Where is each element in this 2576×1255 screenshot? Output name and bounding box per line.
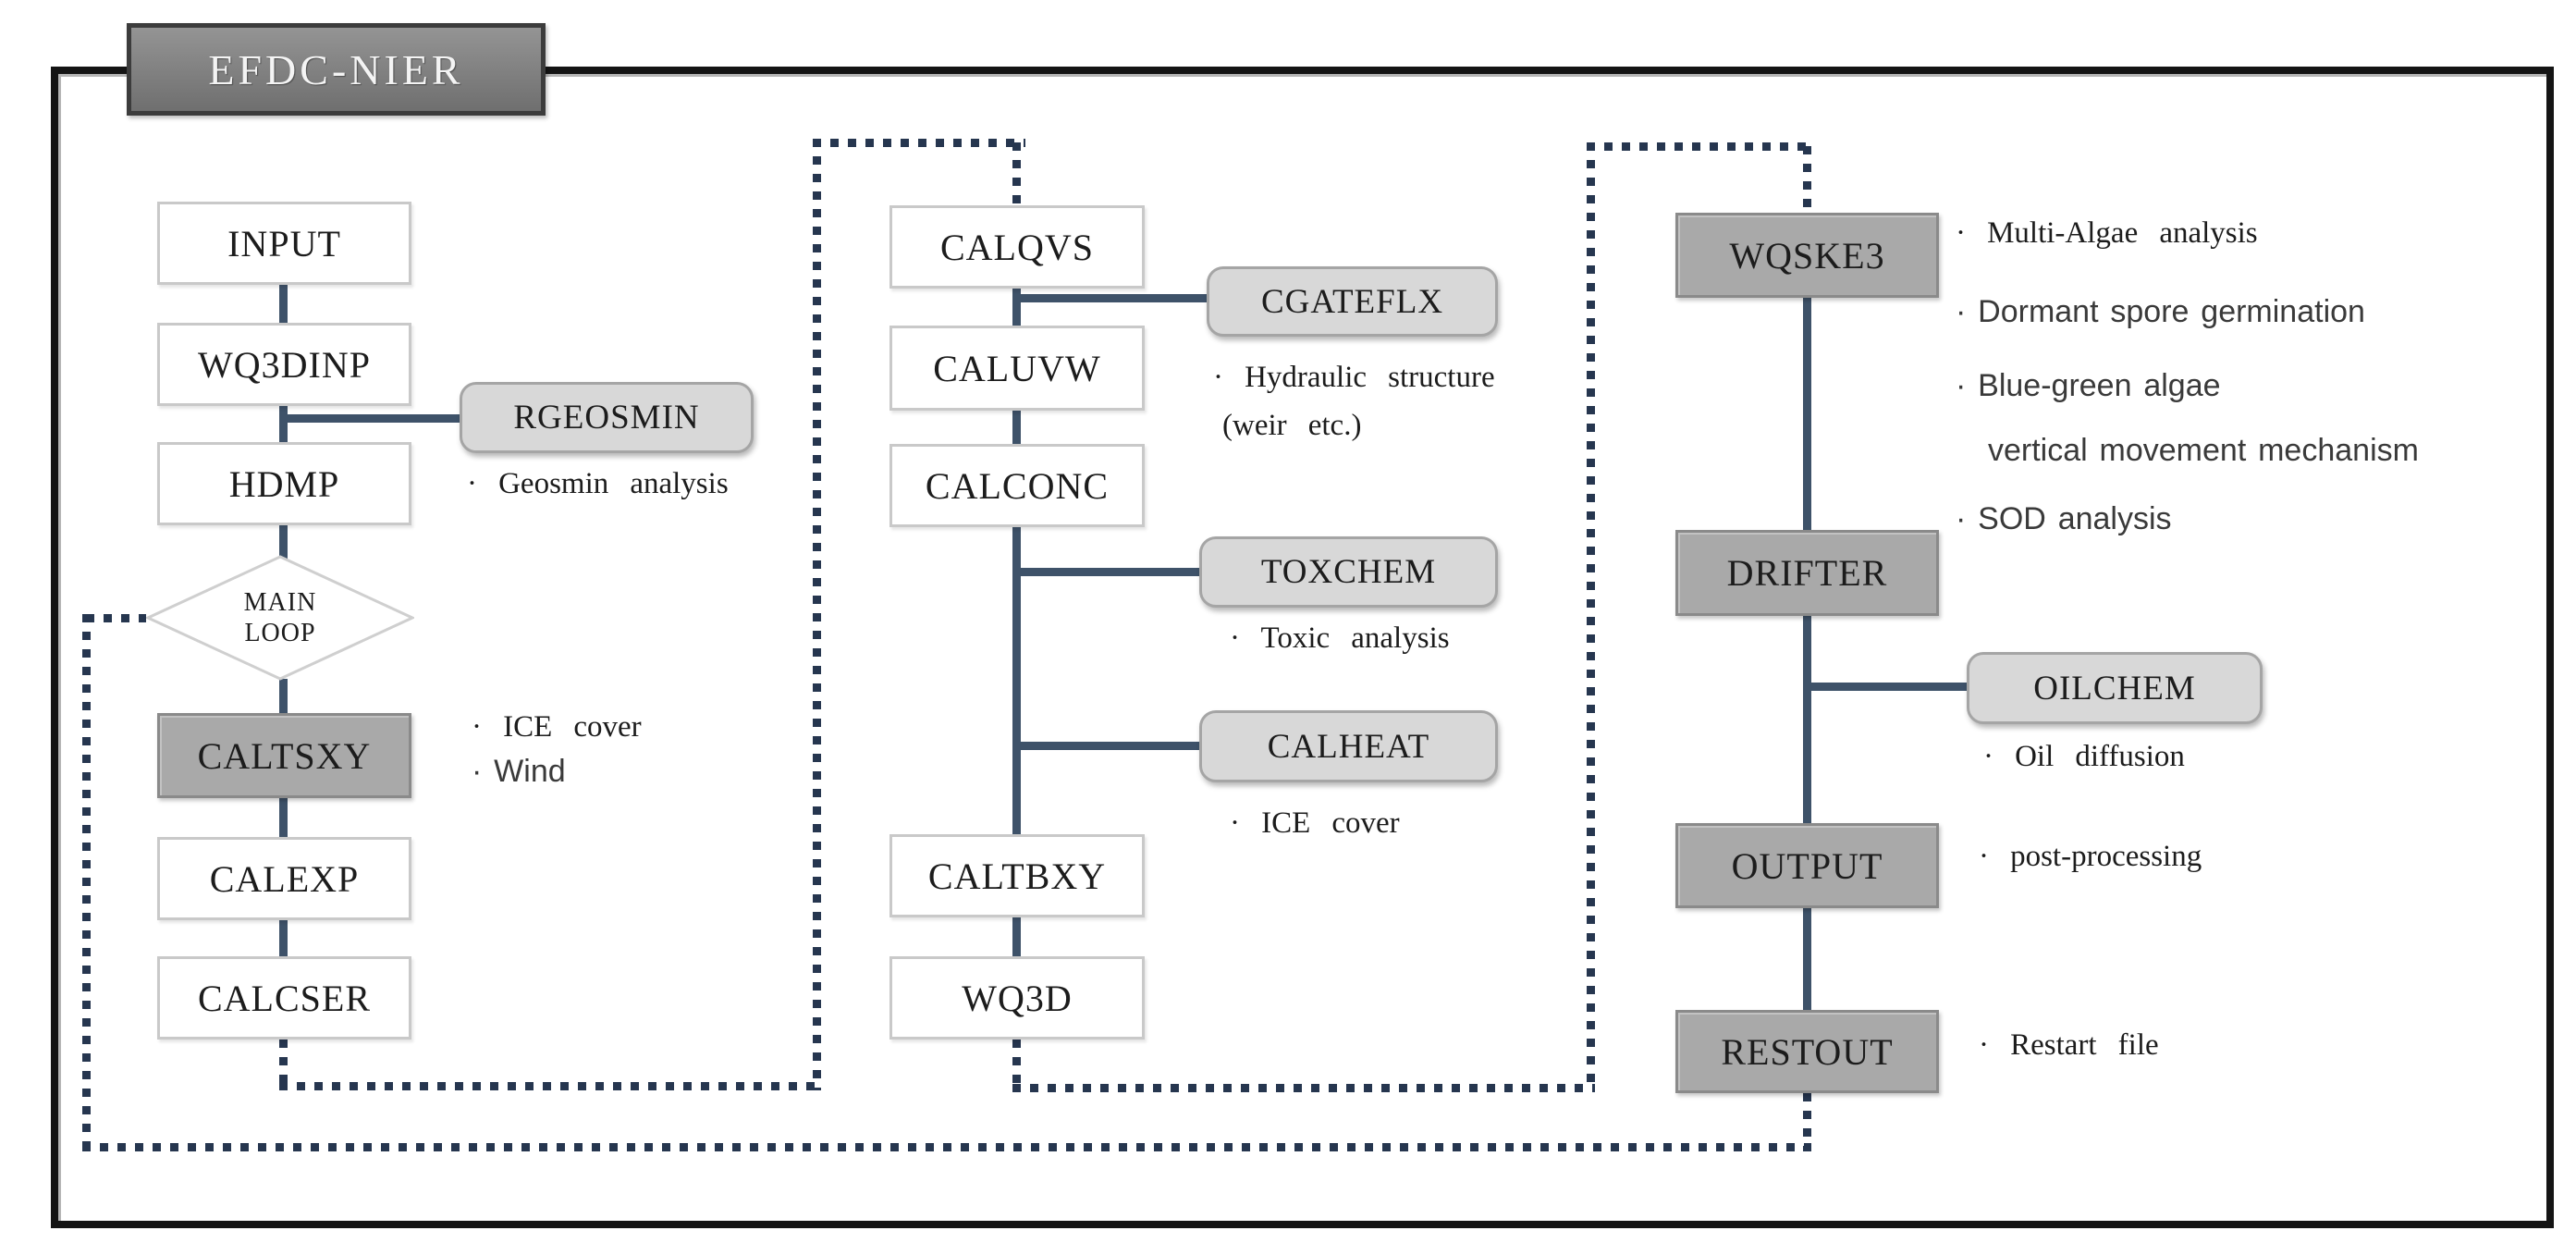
branch-rgeosmin (284, 414, 460, 423)
loop-calcser-horizontal (279, 1082, 821, 1090)
node-cgateflx: CGATEFLX (1207, 266, 1498, 337)
node-rgeosmin: RGEOSMIN (460, 382, 754, 453)
loop-restout-drop (1803, 1093, 1811, 1151)
loop-into-mainloop (86, 614, 146, 622)
connector-mainloop-caltsxy (279, 679, 288, 715)
connector-hdmp-mainloop (279, 523, 288, 559)
note-oil-diffusion: · Oil diffusion (1983, 740, 2185, 773)
note-multi-algae: · Multi-Algae analysis (1956, 216, 2258, 250)
connector-drifter-output (1803, 614, 1811, 825)
loop-left-line (82, 614, 91, 1151)
node-caluvw: CALUVW (889, 326, 1145, 411)
connector-caltbxy-wq3d (1012, 916, 1021, 958)
connector-wqske3-drifter (1803, 296, 1811, 532)
loop-middle-up-line (813, 139, 821, 1090)
note-wind: · Wind (472, 754, 566, 789)
diagram-title: EFDC-NIER (127, 23, 546, 116)
node-caltbxy: CALTBXY (889, 834, 1145, 917)
node-calcser: CALCSER (157, 956, 411, 1040)
node-calexp: CALEXP (157, 837, 411, 920)
connector-calexp-calcser (279, 918, 288, 958)
note-vertical-movement: vertical movement mechanism (1988, 433, 2419, 468)
note-toxic: · Toxic analysis (1230, 621, 1450, 655)
main-loop-label: MAIN LOOP (146, 555, 414, 681)
node-toxchem: TOXCHEM (1199, 536, 1498, 608)
loop-right-up-line (1587, 142, 1595, 1091)
loop-middle-top-line (813, 139, 1025, 147)
loop-bottom-line (82, 1143, 1811, 1151)
connector-caluvw-calconc (1012, 409, 1021, 446)
node-oilchem: OILCHEM (1967, 652, 2263, 724)
outer-frame (51, 67, 2554, 1228)
branch-toxchem (1017, 568, 1199, 576)
note-hydraulic-1: · Hydraulic structure (1213, 361, 1495, 394)
node-wqske3: WQSKE3 (1675, 213, 1939, 298)
note-dormant-spore: · Dormant spore germination (1956, 294, 2365, 329)
note-ice-cover: · ICE cover (472, 710, 642, 744)
main-loop-line1: MAIN (243, 588, 317, 617)
note-calheat-ice: · ICE cover (1230, 806, 1400, 840)
node-calqvs: CALQVS (889, 205, 1145, 289)
node-drifter: DRIFTER (1675, 530, 1939, 616)
main-loop-line2: LOOP (244, 619, 316, 647)
loop-wq3d-horizontal (1012, 1084, 1595, 1092)
node-calheat: CALHEAT (1199, 710, 1498, 782)
loop-calcser-drop (279, 1040, 288, 1089)
connector-wq3dinp-hdmp (279, 404, 288, 444)
node-caltsxy: CALTSXY (157, 713, 411, 798)
node-output: OUTPUT (1675, 823, 1939, 908)
connector-input-wq3dinp (279, 283, 288, 325)
loop-into-calqvs (1012, 142, 1021, 205)
branch-cgateflx (1017, 294, 1207, 302)
node-calconc: CALCONC (889, 444, 1145, 527)
node-hdmp: HDMP (157, 442, 411, 525)
node-restout: RESTOUT (1675, 1010, 1939, 1093)
node-wq3d: WQ3D (889, 956, 1145, 1040)
loop-wq3d-drop (1012, 1040, 1021, 1091)
note-sod-analysis: · SOD analysis (1956, 501, 2172, 536)
main-loop-diamond-shape (144, 555, 416, 681)
connector-calqvs-caluvw (1012, 287, 1021, 327)
branch-calheat (1017, 742, 1199, 750)
note-geosmin: · Geosmin analysis (467, 467, 729, 500)
connector-caltsxy-calexp (279, 796, 288, 839)
note-restart-file: · Restart file (1979, 1028, 2159, 1062)
loop-right-top-line (1587, 142, 1811, 151)
connector-output-restout (1803, 906, 1811, 1012)
branch-oilchem (1808, 683, 1967, 691)
note-post-processing: · post-processing (1979, 840, 2202, 873)
node-input: INPUT (157, 202, 411, 285)
connector-calconc-caltbxy (1012, 525, 1021, 836)
node-main-loop: MAIN LOOP (144, 555, 416, 681)
note-blue-green-algae: · Blue-green algae (1956, 368, 2221, 403)
loop-into-wqske3 (1803, 146, 1811, 213)
note-hydraulic-2: (weir etc.) (1222, 409, 1362, 442)
node-wq3dinp: WQ3DINP (157, 323, 411, 406)
